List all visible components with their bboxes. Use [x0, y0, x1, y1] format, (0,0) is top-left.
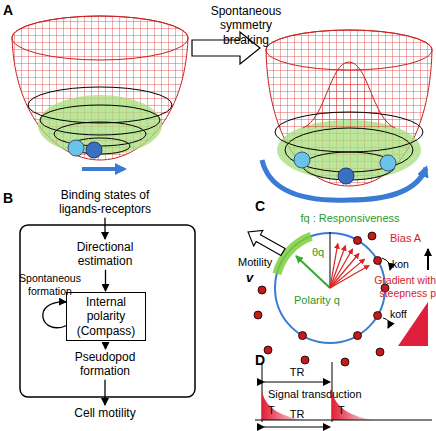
binding-arrow: [382, 258, 390, 270]
central-hump: [303, 62, 395, 128]
flow-arrow: [105, 270, 106, 291]
flow-arrow: [104, 218, 105, 239]
period-arrow: [264, 382, 330, 383]
process-box: Internal polarity (Compass): [66, 292, 146, 341]
self-loop: [43, 302, 68, 328]
ball: [338, 168, 354, 184]
ligand-dot: [374, 312, 382, 320]
ligand-dot: [376, 348, 384, 356]
node-text: Internal polarity (Compass): [69, 295, 143, 338]
ball: [380, 155, 396, 171]
ball: [86, 142, 102, 158]
node-text: Directional estimation: [60, 240, 150, 269]
rotation-arrow: [262, 160, 426, 200]
output-text: Cell motility: [45, 406, 165, 420]
flow-arrow: [105, 342, 106, 349]
contour-line: [285, 128, 413, 172]
signal-label: Signal transduction: [268, 388, 362, 401]
ligand-dot: [354, 236, 362, 244]
unbinding-arrow: [383, 318, 389, 328]
ball: [294, 152, 310, 168]
period-label: TR: [284, 366, 310, 379]
signal-arrow: [330, 266, 369, 289]
contour-line: [54, 122, 146, 146]
gradient-label: Gradient with steepness p: [362, 274, 436, 299]
time-axis: [255, 420, 432, 421]
flow-arrow: [104, 380, 105, 405]
ligand-dot: [368, 232, 376, 240]
rate-label: kon: [392, 258, 409, 271]
node-text: Pseudopod formation: [60, 350, 150, 379]
input-text: Binding states of ligands-receptors: [45, 188, 165, 217]
ball: [68, 140, 84, 156]
motility-label: Motility: [238, 256, 272, 269]
ligand-dot: [299, 332, 307, 340]
responsiveness-label: fq : Responsiveness: [285, 212, 415, 225]
contour-line: [275, 112, 423, 152]
ligand-dot: [374, 257, 382, 265]
contour-line: [40, 105, 160, 135]
potential-bowl: [12, 16, 188, 160]
motility-arrow: [248, 231, 285, 256]
bias-label: Bias A: [390, 232, 421, 245]
transition-label: Spontaneous symmetry breaking: [196, 4, 296, 47]
panel-label: A: [3, 2, 13, 19]
ligand-dot: [354, 332, 362, 340]
process-text: Pseudopod formation: [60, 350, 150, 379]
panel-label: D: [255, 352, 265, 369]
ligand-dot: [301, 356, 309, 364]
ligand-dot: [341, 358, 349, 366]
period-arrow: [264, 427, 330, 428]
polarity-label: Polarity q: [294, 294, 340, 307]
velocity-symbol: v: [246, 270, 253, 286]
ligand-dots: [254, 232, 389, 366]
ligand-dot: [264, 346, 272, 354]
loop-label: Spontaneous formation: [18, 272, 82, 297]
rate-label: koff: [390, 308, 407, 321]
bowl-rim: [12, 16, 188, 60]
node-text: Binding states of ligands-receptors: [45, 188, 165, 217]
ligand-dot: [254, 311, 262, 319]
cell-circle: [275, 233, 385, 343]
panel-label: C: [255, 198, 265, 215]
node-text: Cell motility: [45, 406, 165, 420]
signal-arrow: [330, 254, 359, 289]
vertical-axis: [330, 232, 331, 288]
cell-frame: [20, 225, 195, 397]
signal-arrow: [330, 259, 365, 288]
angle-label: θq: [312, 246, 324, 259]
polarity-vector: [296, 256, 330, 288]
bias-arrow: [427, 249, 429, 270]
process-text: Directional estimation: [60, 240, 150, 269]
period-label: TR: [284, 408, 310, 421]
ligand-dot: [258, 286, 266, 294]
panel-label: B: [3, 190, 13, 207]
motion-arrow: [82, 167, 124, 171]
signal-fan: [330, 244, 369, 288]
duration-label: T: [338, 404, 345, 417]
responsiveness-arc: [277, 236, 311, 273]
potential-bowl: [266, 30, 432, 186]
duration-label: T: [268, 404, 275, 417]
